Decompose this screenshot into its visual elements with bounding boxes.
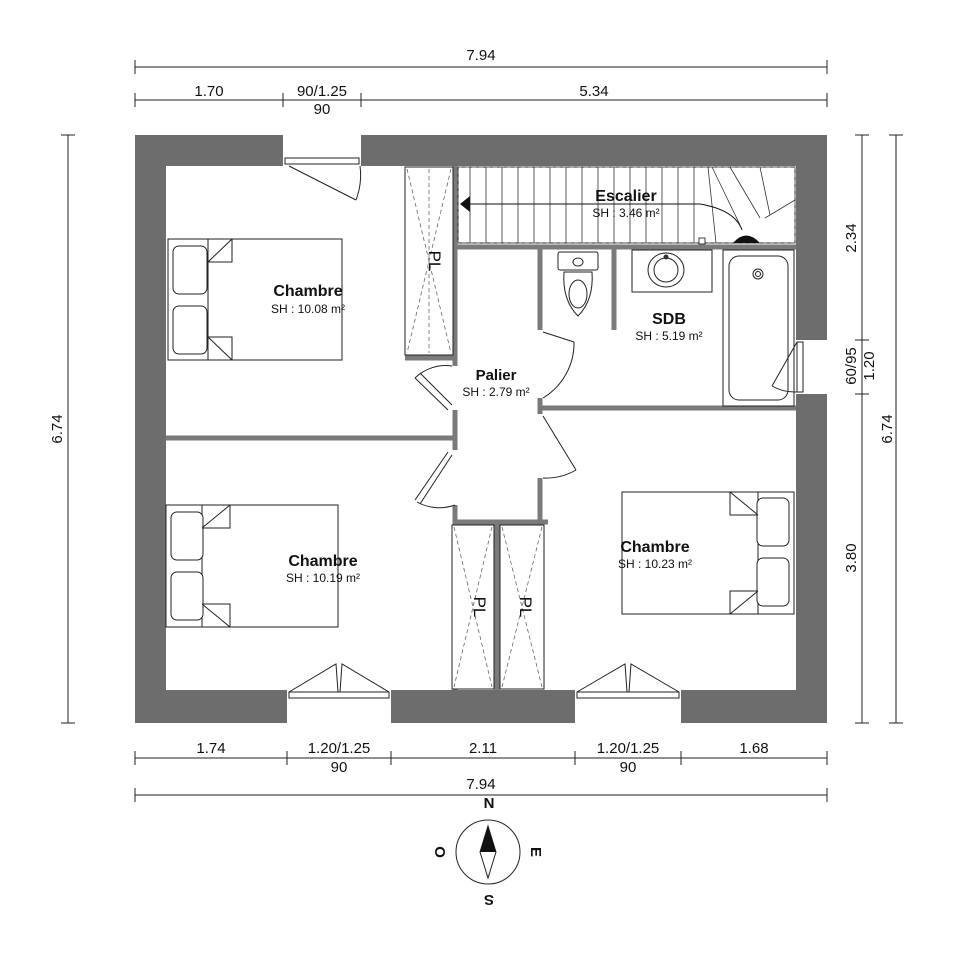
dim-bottom-seg2-sub: 90	[331, 759, 348, 776]
dim-top-seg3: 5.34	[579, 83, 608, 100]
compass-rose	[455, 819, 521, 885]
dim-left-total: 6.74	[49, 414, 66, 443]
closet-label-pl3: PL	[516, 597, 535, 618]
room-area-chambre-sw: SH : 10.19 m²	[286, 571, 360, 585]
room-name-palier: Palier	[476, 367, 517, 384]
room-area-chambre-nw: SH : 10.08 m²	[271, 302, 345, 316]
room-name-chambre-sw: Chambre	[288, 553, 357, 570]
bed-se	[621, 491, 795, 615]
dim-bottom-total: 7.94	[466, 776, 495, 793]
bathtub	[722, 249, 795, 407]
dim-right-seg3: 3.80	[843, 543, 860, 572]
closet-pl1	[404, 166, 454, 356]
room-name-escalier: Escalier	[595, 188, 656, 205]
dim-right-seg2: 60/95	[843, 347, 860, 385]
compass-west: O	[432, 846, 449, 858]
room-name-chambre-se: Chambre	[620, 539, 689, 556]
bed-sw	[165, 504, 339, 628]
sink	[631, 249, 713, 293]
dim-top-total: 7.94	[466, 47, 495, 64]
dim-right-total: 6.74	[879, 414, 896, 443]
dim-bottom-seg4: 1.20/1.25	[597, 740, 660, 757]
dim-bottom-seg3: 2.11	[469, 740, 497, 757]
dim-bottom-seg4-sub: 90	[620, 759, 637, 776]
compass-south: S	[484, 891, 494, 908]
dim-right-seg2-b: 1.20	[861, 351, 878, 380]
exterior-walls	[135, 135, 827, 723]
room-name-chambre-nw: Chambre	[273, 283, 342, 300]
room-area-escalier: SH : 3.46 m²	[592, 206, 659, 220]
dim-top-seg1: 1.70	[194, 83, 223, 100]
dim-bottom-seg5: 1.68	[739, 740, 768, 757]
dim-top-seg2-sub: 90	[314, 101, 331, 118]
room-area-chambre-se: SH : 10.23 m²	[618, 557, 692, 571]
windows-bottom	[288, 663, 680, 699]
room-area-sdb: SH : 5.19 m²	[635, 329, 702, 343]
closet-label-pl1: PL	[425, 251, 444, 272]
room-name-sdb: SDB	[652, 311, 686, 328]
closet-pl3	[499, 524, 545, 690]
dim-top-seg2: 90/1.25	[297, 83, 347, 100]
doors	[284, 157, 804, 509]
compass-east: E	[527, 847, 544, 857]
closet-label-pl2: PL	[470, 597, 489, 618]
room-area-palier: SH : 2.79 m²	[462, 385, 529, 399]
closet-pl2	[451, 524, 495, 690]
dim-right-seg1: 2.34	[843, 223, 860, 252]
dim-bottom-seg2: 1.20/1.25	[308, 740, 371, 757]
staircase	[457, 166, 796, 245]
toilet	[557, 251, 599, 317]
dim-bottom-seg1: 1.74	[196, 740, 225, 757]
dimension-lines	[61, 60, 903, 802]
compass-north: N	[484, 795, 495, 812]
bed-nw	[167, 238, 343, 361]
